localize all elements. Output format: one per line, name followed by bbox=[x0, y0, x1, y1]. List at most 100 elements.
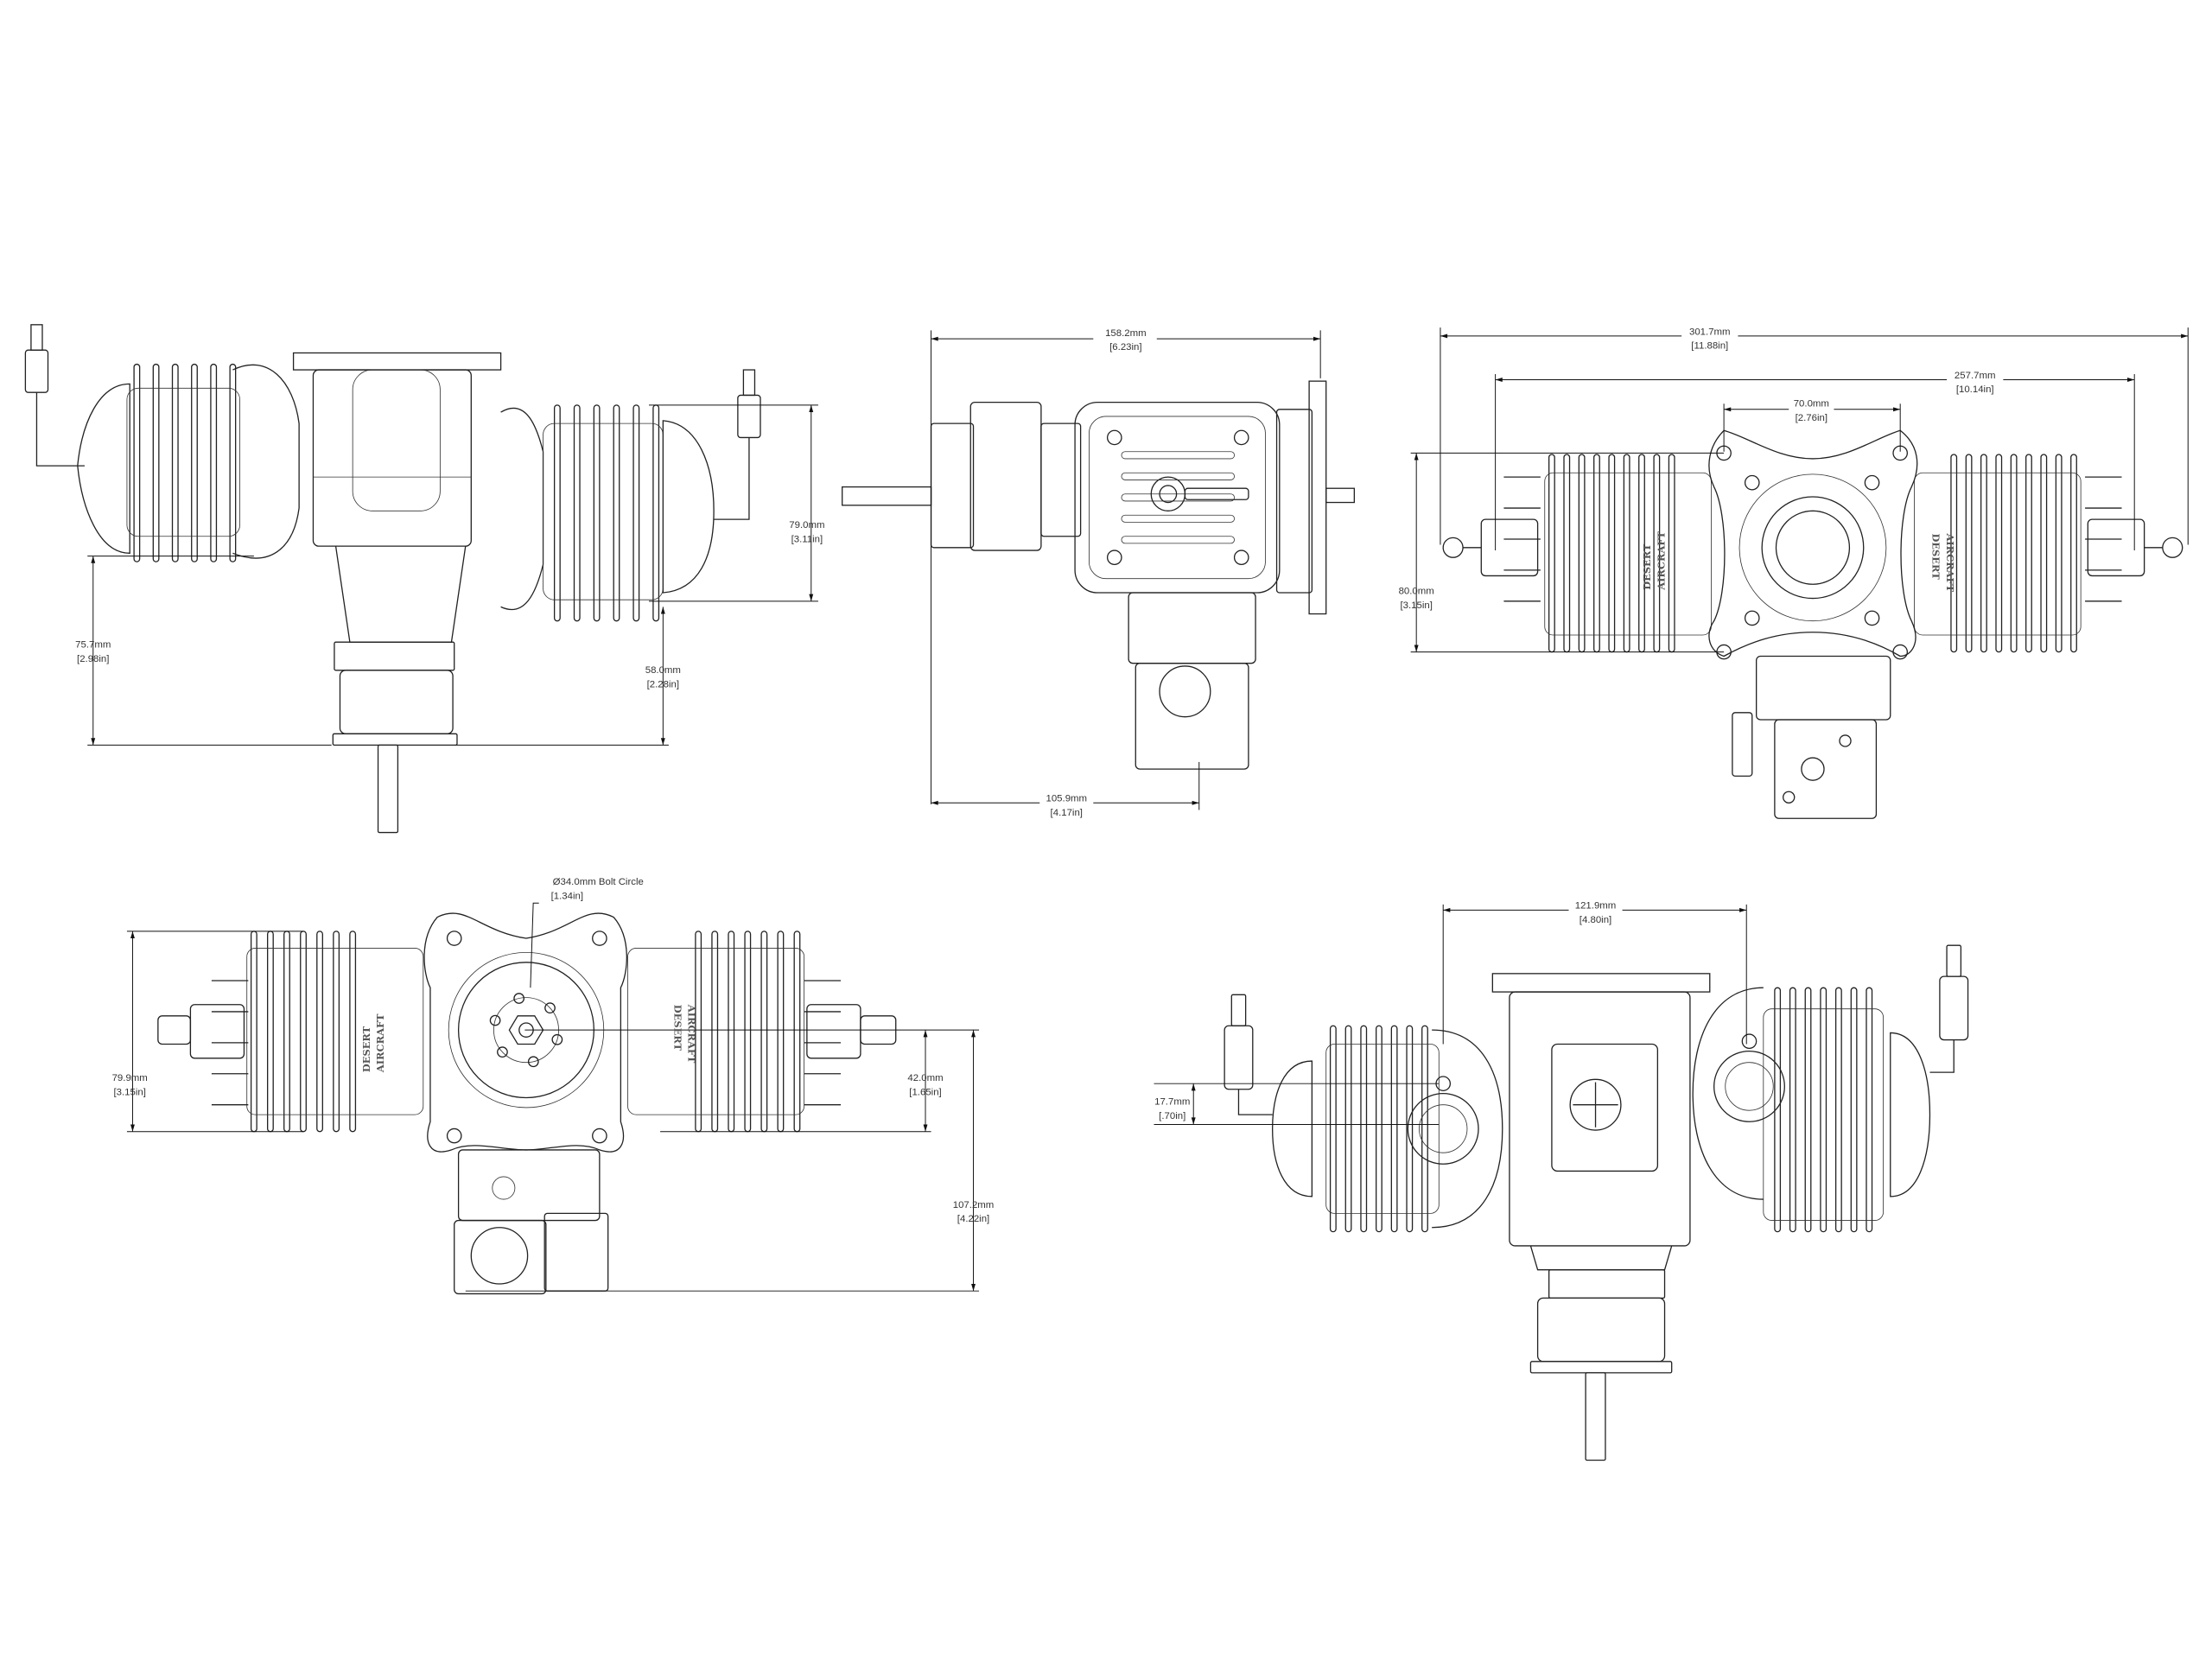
brand-line2: AIRCRAFT bbox=[1944, 532, 1956, 592]
side-view-dimensions: 79.0mm [3.11in] 75.7mm [2.98in] 58.0mm [… bbox=[75, 404, 824, 746]
dim-label-in: [2.28in] bbox=[647, 679, 679, 689]
dim-label-in: [10.14in] bbox=[1956, 384, 1994, 395]
brand-lettering: DESERT AIRCRAFT DESERT AIRCRAFT DESERT A… bbox=[360, 531, 1956, 1074]
crankcase-nose bbox=[334, 546, 467, 643]
spark-plug-body bbox=[737, 394, 761, 439]
dim-label-mm: 80.0mm bbox=[1399, 587, 1434, 597]
dim-label-mm: 79.9mm bbox=[112, 1073, 148, 1083]
bottom-view-engine bbox=[1224, 944, 1969, 1461]
ignition-lead bbox=[35, 392, 85, 467]
exhaust-port bbox=[1407, 1092, 1479, 1165]
prop-bolt-hole bbox=[527, 1056, 539, 1068]
side-view-engine bbox=[24, 324, 761, 834]
cylinder-head-cap bbox=[806, 1004, 861, 1059]
cooling-fin bbox=[728, 931, 735, 1133]
dim-label-in: [1.34in] bbox=[551, 891, 583, 901]
cooling-fin bbox=[1995, 454, 2003, 653]
carburetor-bore bbox=[470, 1227, 529, 1285]
cooling-fin bbox=[300, 931, 307, 1133]
crankcase-window bbox=[352, 369, 441, 511]
carburetor-body bbox=[454, 1219, 547, 1295]
prop-bolt-hole bbox=[497, 1046, 508, 1058]
cylinder-barrel bbox=[1763, 1008, 1884, 1221]
head-bolt bbox=[1106, 549, 1122, 566]
prop-hub bbox=[334, 641, 455, 671]
brand-line1: DESERT bbox=[1930, 533, 1942, 580]
intake-block bbox=[1756, 655, 1891, 721]
cylinder-head-cap bbox=[77, 383, 130, 554]
choke-lever bbox=[1732, 712, 1753, 777]
cooling-fin bbox=[2070, 454, 2077, 653]
cooling-fin bbox=[250, 931, 257, 1133]
ignition-lead bbox=[1184, 487, 1249, 500]
cylinder-barrel bbox=[543, 422, 664, 600]
spark-plug-cap bbox=[1442, 537, 1464, 558]
dim-label-mm: 75.7mm bbox=[75, 640, 111, 651]
carburetor-side bbox=[543, 1212, 609, 1292]
cooling-fin bbox=[316, 931, 323, 1133]
carburetor-fitting bbox=[1801, 757, 1825, 781]
prop-bolt-hole bbox=[513, 993, 525, 1004]
prop-hub-body bbox=[1536, 1297, 1666, 1363]
dim-label-mm: Ø34.0mm Bolt Circle bbox=[553, 877, 644, 887]
brand-line2: AIRCRAFT bbox=[374, 1013, 386, 1073]
dim-80mm: 80.0mm [3.15in] bbox=[1399, 452, 1725, 653]
crankcase-neck bbox=[1040, 422, 1082, 537]
cooling-fin bbox=[1668, 454, 1675, 653]
dim-label-in: [4.22in] bbox=[957, 1214, 989, 1224]
front-view-engine bbox=[157, 912, 897, 1295]
mounting-plate bbox=[1708, 429, 1918, 657]
cooling-fin bbox=[1406, 1025, 1414, 1233]
dim-label-mm: 257.7mm bbox=[1955, 371, 1996, 381]
crankcase-boss bbox=[1738, 473, 1887, 622]
cooling-fin bbox=[1121, 472, 1235, 480]
cooling-fin bbox=[1850, 987, 1858, 1233]
carburetor-bore bbox=[1569, 1078, 1622, 1131]
cylinder-shroud bbox=[1432, 1029, 1503, 1229]
cylinder-head-cap bbox=[1271, 1060, 1313, 1197]
dim-label-in: [11.88in] bbox=[1691, 341, 1728, 352]
cylinder-barrel bbox=[1544, 472, 1712, 636]
intake-block bbox=[457, 1149, 601, 1222]
mount-bolt-hole bbox=[1864, 610, 1880, 626]
mounting-plate bbox=[423, 912, 627, 1153]
crankcase-front bbox=[969, 401, 1042, 551]
spark-plug-body bbox=[1939, 975, 1969, 1041]
spark-plug bbox=[1159, 485, 1178, 504]
cooling-fin bbox=[283, 931, 290, 1133]
crankcase-ring bbox=[1761, 496, 1865, 600]
cooling-fin bbox=[1789, 987, 1796, 1233]
dim-label-mm: 42.0mm bbox=[907, 1073, 943, 1083]
dim-label-mm: 70.0mm bbox=[1794, 399, 1829, 410]
cooling-fin bbox=[1608, 454, 1616, 653]
cooling-fin bbox=[1563, 454, 1571, 653]
spark-plug-tip bbox=[30, 324, 43, 351]
cooling-fin bbox=[267, 931, 274, 1133]
dim-label-in: [.70in] bbox=[1159, 1111, 1185, 1121]
cooling-fin bbox=[593, 404, 601, 622]
dim-42mm: 42.0mm [1.65in] bbox=[524, 1029, 980, 1133]
cooling-fin bbox=[1121, 493, 1235, 502]
cooling-fin bbox=[777, 931, 785, 1133]
dim-label-in: [1.65in] bbox=[909, 1087, 941, 1097]
dim-75-7mm: 75.7mm [2.98in] bbox=[75, 556, 332, 746]
cooling-fin bbox=[613, 404, 620, 622]
dim-121-9mm: 121.9mm [4.80in] bbox=[1442, 901, 1747, 1045]
cooling-fin bbox=[1834, 987, 1842, 1233]
head-bolt bbox=[1106, 429, 1122, 446]
spark-plug-body bbox=[24, 349, 49, 393]
prop-hub-body bbox=[339, 670, 454, 734]
front-view-dimensions: Ø34.0mm Bolt Circle [1.34in] 79.9mm [3.1… bbox=[112, 877, 994, 1292]
cylinder-head-cap bbox=[189, 1004, 245, 1059]
end-view-dimensions: 158.2mm [6.23in] 105.9mm [4.17in] bbox=[931, 328, 1321, 818]
brand-line2: AIRCRAFT bbox=[1656, 531, 1668, 591]
mount-bolt-hole bbox=[1744, 474, 1760, 491]
cylinder-head-cap bbox=[662, 420, 715, 594]
carburetor-bell bbox=[1159, 665, 1211, 718]
cooling-fin bbox=[2010, 454, 2018, 653]
cooling-fin bbox=[711, 931, 719, 1133]
cylinder-head-cap bbox=[2087, 518, 2145, 577]
spark-plug-body bbox=[1224, 1025, 1254, 1090]
bottom-view-dimensions: 121.9mm [4.80in] 17.7mm [.70in] bbox=[1154, 901, 1747, 1126]
dim-label-in: [2.98in] bbox=[77, 654, 109, 664]
